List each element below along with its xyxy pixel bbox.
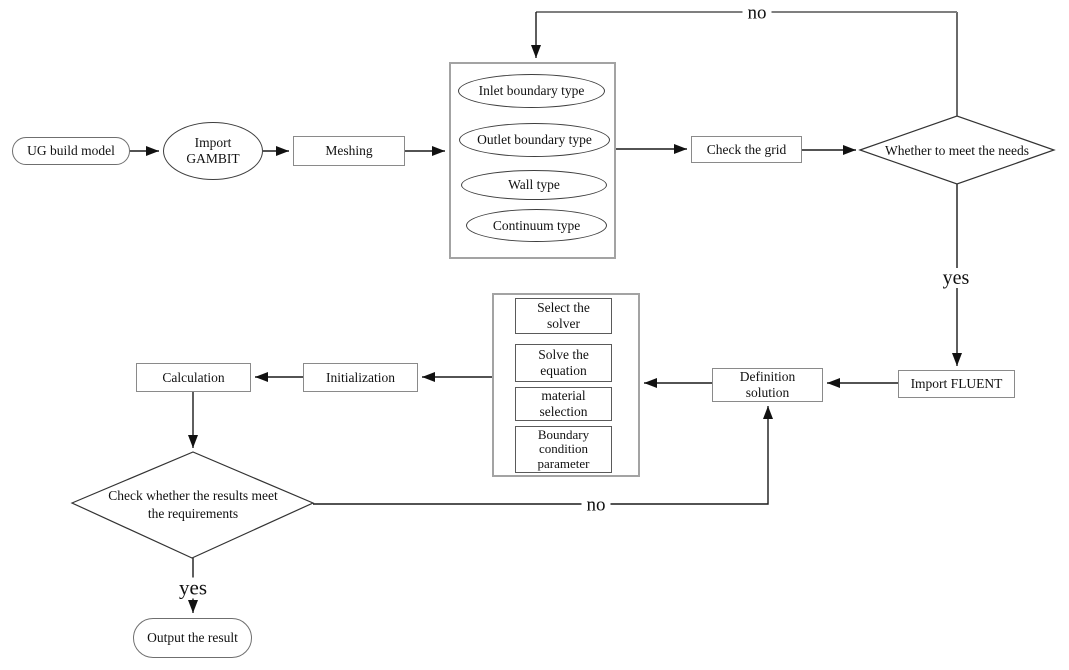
- node-import-gambit: Import GAMBIT: [163, 122, 263, 180]
- node-ug-build-model-label: UG build model: [27, 143, 115, 159]
- node-inlet-boundary-type-label: Inlet boundary type: [478, 83, 585, 99]
- node-select-solver-label: Select the solver: [537, 300, 590, 331]
- node-outlet-boundary-type: Outlet boundary type: [459, 123, 610, 157]
- node-boundary-condition-parameter: Boundary condition parameter: [515, 426, 612, 473]
- node-output-result-label: Output the result: [147, 630, 238, 646]
- edge-label-no-top: no: [742, 3, 772, 23]
- node-solve-equation-label: Solve the equation: [538, 347, 589, 378]
- node-meshing: Meshing: [293, 136, 405, 166]
- node-boundary-condition-parameter-label: Boundary condition parameter: [537, 426, 590, 471]
- node-initialization: Initialization: [303, 363, 418, 392]
- node-import-fluent: Import FLUENT: [898, 370, 1015, 398]
- node-calculation-label: Calculation: [162, 369, 225, 385]
- node-meshing-label: Meshing: [325, 143, 373, 159]
- node-output-result: Output the result: [133, 618, 252, 658]
- node-material-selection: material selection: [515, 387, 612, 421]
- node-calculation: Calculation: [136, 363, 251, 392]
- edge-label-yes-grid: yes: [937, 268, 975, 288]
- node-definition-solution-label: Definition solution: [739, 369, 796, 400]
- node-import-gambit-label: Import GAMBIT: [186, 135, 240, 166]
- edge-no-loop-results: [313, 406, 773, 505]
- node-definition-solution: Definition solution: [712, 368, 823, 402]
- decision-results-diamond: [70, 451, 315, 559]
- node-check-grid: Check the grid: [691, 136, 802, 163]
- node-select-solver: Select the solver: [515, 298, 612, 334]
- node-continuum-type: Continuum type: [466, 209, 607, 242]
- node-outlet-boundary-type-label: Outlet boundary type: [477, 132, 592, 148]
- node-wall-type-label: Wall type: [508, 177, 560, 193]
- group-boundary-types: [449, 62, 616, 259]
- node-ug-build-model: UG build model: [12, 137, 130, 165]
- decision-results-label: Check whether the results meet the requi…: [108, 488, 278, 521]
- node-import-fluent-label: Import FLUENT: [910, 376, 1003, 392]
- decision-grid-label: Whether to meet the needs: [885, 143, 1029, 158]
- node-material-selection-label: material selection: [539, 388, 588, 419]
- edge-label-yes-results: yes: [174, 577, 212, 599]
- edge-label-no-results: no: [581, 495, 611, 515]
- decision-grid-diamond: [858, 115, 1056, 185]
- node-wall-type: Wall type: [461, 170, 607, 200]
- node-initialization-label: Initialization: [326, 369, 395, 385]
- node-continuum-type-label: Continuum type: [492, 217, 581, 233]
- node-inlet-boundary-type: Inlet boundary type: [458, 74, 605, 108]
- node-check-grid-label: Check the grid: [706, 141, 787, 157]
- group-solver-steps: [492, 293, 640, 477]
- node-solve-equation: Solve the equation: [515, 344, 612, 382]
